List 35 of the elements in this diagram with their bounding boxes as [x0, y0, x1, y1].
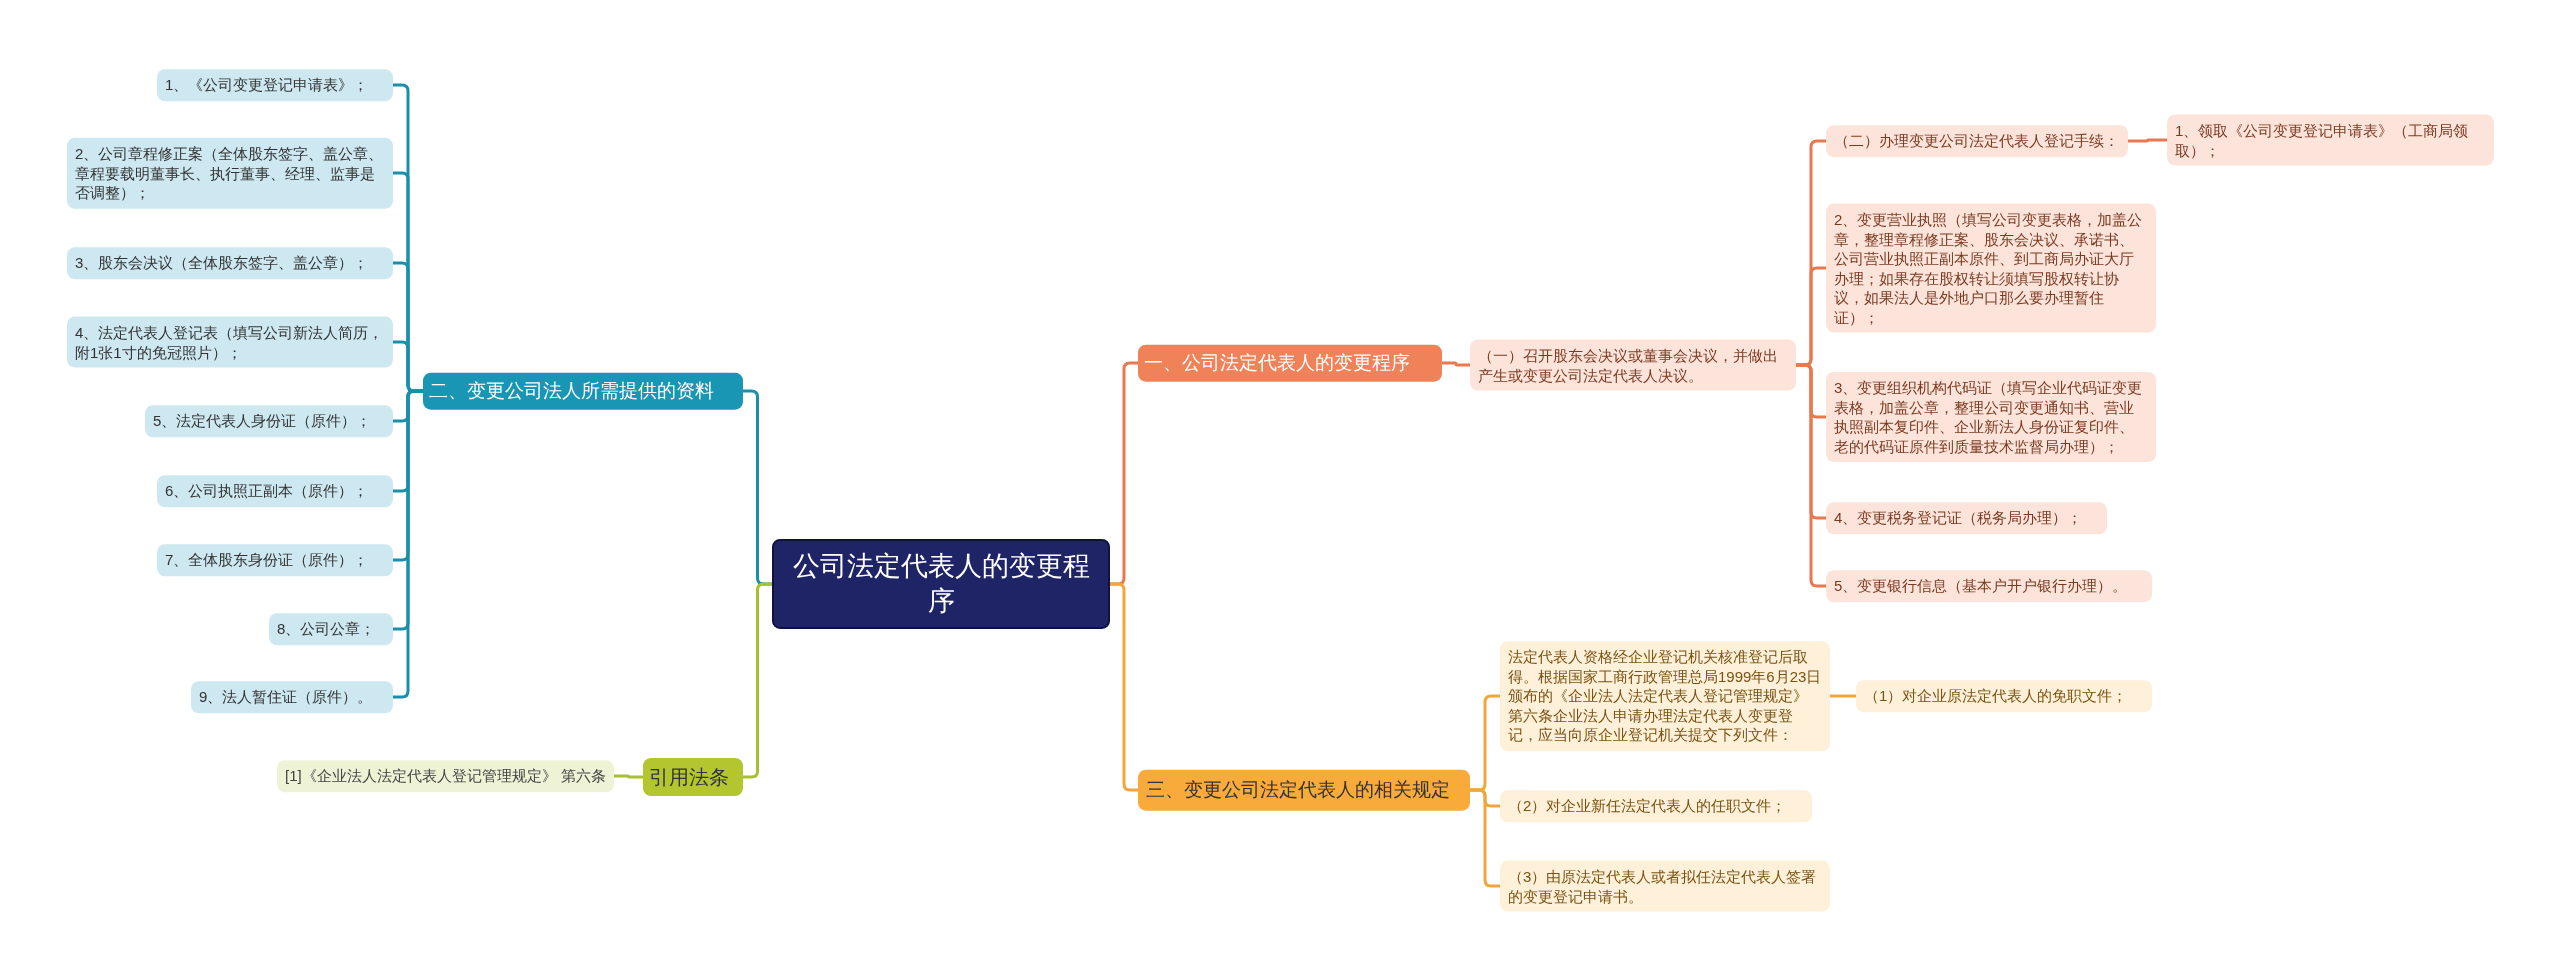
subtopic-box: 1、《公司变更登记申请表》； — [157, 69, 393, 101]
subtopic-box: 5、变更银行信息（基本户开户银行办理）。 — [1826, 570, 2152, 602]
subtopic-box: [1]《企业法人法定代表人登记管理规定》 第六条 — [277, 760, 614, 792]
subtopic-box: 9、法人暂住证（原件）。 — [191, 681, 393, 713]
subtopic-box: 法定代表人资格经企业登记机关核准登记后取得。根据国家工商行政管理总局1999年6月23日颁布的《企业法人法定代表人登记管理规定》第六条企业法人申请办理法定代表人变更登记，应当向原企业登记机关提交下列文件： — [1500, 641, 1830, 751]
subtopic-box: 3、股东会决议（全体股东签字、盖公章）； — [67, 247, 393, 279]
subtopic-box: （3）由原法定代表人或者拟任法定代表人签署的变更登记申请书。 — [1500, 860, 1830, 912]
subtopic-box: 3、变更组织机构代码证（填写企业代码证变更表格，加盖公章，整理公司变更通知书、营业执照副本复印件、企业新法人身份证复印件、老的代码证原件到质量技术监督局办理）； — [1826, 372, 2156, 462]
subtopic-box: 8、公司公章； — [269, 613, 393, 645]
subtopic-box: 7、全体股东身份证（原件）； — [157, 544, 393, 576]
subtopic-box: 4、变更税务登记证（税务局办理）； — [1826, 502, 2107, 534]
subtopic-box: 2、变更营业执照（填写公司变更表格，加盖公章，整理章程修正案、股东会决议、承诺书、公司营业执照正副本原件、到工商局办证大厅办理；如果存在股权转让须填写股权转让协议，如果法人是外地户口那么要办理暂住证）； — [1826, 203, 2156, 333]
subtopic-box: （一）召开股东会决议或董事会决议，并做出产生或变更公司法定代表人决议。 — [1470, 339, 1796, 391]
connector — [1470, 788, 1500, 888]
branch-topic-box: 引用法条 — [643, 758, 743, 796]
branch-topic-box: 二、变更公司法人所需提供的资料 — [423, 372, 743, 410]
connector — [1796, 363, 1826, 588]
connector — [393, 389, 423, 699]
connector — [614, 774, 643, 779]
subtopic-box: （1）对企业原法定代表人的免职文件； — [1856, 680, 2152, 712]
subtopic-box: 4、法定代表人登记表（填写公司新法人简历，附1张1寸的免冠照片）； — [67, 316, 393, 368]
connector — [1442, 361, 1470, 367]
subtopic-box: （2）对企业新任法定代表人的任职文件； — [1500, 790, 1812, 822]
connector — [743, 582, 772, 779]
connector — [1830, 694, 1856, 698]
branch-topic-box: 三、变更公司法定代表人的相关规定 — [1138, 769, 1470, 811]
subtopic-box: 5、法定代表人身份证（原件）； — [145, 405, 393, 437]
connector — [2128, 138, 2167, 143]
connector — [1110, 582, 1138, 792]
subtopic-box: 2、公司章程修正案（全体股东签字、盖公章、章程要载明董事长、执行董事、经理、监事是否调整）； — [67, 137, 393, 209]
branch-topic-box: 一、公司法定代表人的变更程序 — [1138, 344, 1442, 382]
subtopic-box: 1、领取《公司变更登记申请表》（工商局领取）； — [2167, 114, 2494, 166]
subtopic-box: 6、公司执照正副本（原件）； — [157, 475, 393, 507]
root-topic-box: 公司法定代表人的变更程序 — [772, 538, 1110, 630]
subtopic-box: （二）办理变更公司法定代表人登记手续： — [1826, 125, 2128, 157]
